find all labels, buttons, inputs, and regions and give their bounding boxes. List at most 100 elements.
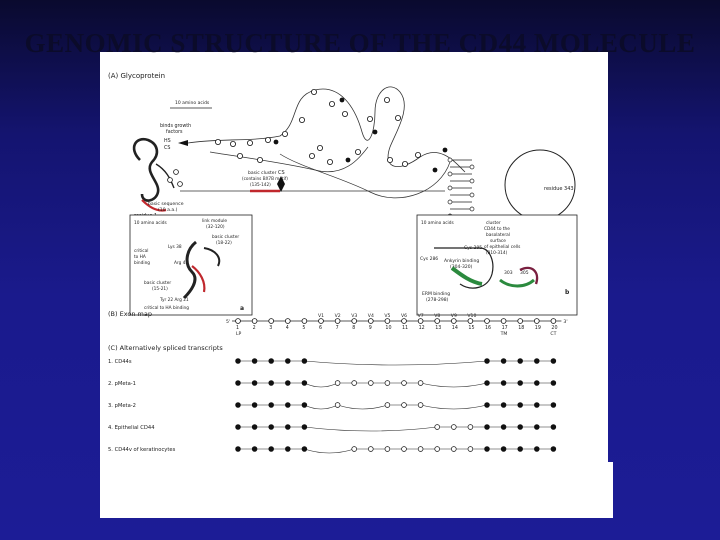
exon-number: 9 [369, 325, 372, 331]
svg-text:ERM binding: ERM binding [422, 291, 450, 297]
transcript-exon [518, 359, 523, 364]
exon-number: 7 [336, 325, 339, 331]
transcript-exon [302, 403, 307, 408]
cd44-diagram: (A) Glycoprotein 10 amino acids binds gr… [100, 52, 608, 462]
exon-number: 10 [385, 325, 391, 331]
transcript-exon [501, 425, 506, 430]
transcript-exon [501, 447, 506, 452]
transcript-exon [485, 403, 490, 408]
exon-9 [368, 319, 373, 324]
transcript-exon [551, 381, 556, 386]
transcript-exon [252, 359, 257, 364]
exon-15 [468, 319, 473, 324]
transcript-exon [418, 403, 423, 408]
backbone-chain [188, 87, 465, 172]
svg-text:basic cluster: basic cluster [144, 280, 171, 286]
tm-label: TM [500, 331, 508, 337]
transcript-exon [418, 447, 423, 452]
exon-number: 11 [402, 325, 408, 331]
svg-text:303: 303 [504, 270, 513, 276]
transcript-exon [269, 381, 274, 386]
transcript-exon [468, 447, 473, 452]
transcript-exon [236, 359, 241, 364]
variant-label: V6 [401, 313, 407, 319]
svg-text:(15-21): (15-21) [152, 286, 168, 292]
exon-14 [451, 319, 456, 324]
transcript-exon [534, 359, 539, 364]
transcript-exon [485, 425, 490, 430]
transcript-exon [468, 425, 473, 430]
transcript-exon [551, 359, 556, 364]
transcript-exon [302, 359, 307, 364]
transcript-exon [285, 403, 290, 408]
binds-label: binds growth [160, 123, 191, 129]
transcript-exon [418, 381, 423, 386]
transcript-exon [236, 447, 241, 452]
svg-text:basolateral: basolateral [486, 232, 510, 238]
transcript-exon [352, 447, 357, 452]
cd44-figure: (A) Glycoprotein 10 amino acids binds gr… [100, 52, 608, 462]
exon-19 [534, 319, 539, 324]
exon-number: 13 [435, 325, 441, 331]
transcript-exon [302, 447, 307, 452]
exon-number: 12 [419, 325, 425, 331]
transcript-exon [518, 403, 523, 408]
exon-number: 8 [352, 325, 355, 331]
svg-text:10 amino acids: 10 amino acids [134, 220, 167, 226]
svg-text:of epithelial cells: of epithelial cells [484, 244, 521, 250]
transcript-exon [302, 381, 307, 386]
exon-16 [485, 319, 490, 324]
transcript-exon [534, 425, 539, 430]
variant-label: V3 [351, 313, 357, 319]
variant-label: V4 [368, 313, 374, 319]
svg-text:CS: CS [278, 170, 285, 176]
transcript-exon [402, 403, 407, 408]
ct-label: CT [550, 331, 556, 337]
variant-label: V9 [451, 313, 457, 319]
transcript-exon [285, 359, 290, 364]
exon-5 [302, 319, 307, 324]
hs-label: HS [164, 138, 171, 144]
exon-number: 20 [551, 325, 557, 331]
transcript-exon [435, 425, 440, 430]
variant-label: V7 [418, 313, 424, 319]
svg-text:Cys 286: Cys 286 [420, 256, 438, 262]
svg-text:CD44 to the: CD44 to the [484, 226, 510, 232]
exon-17 [501, 319, 506, 324]
exon-13 [435, 319, 440, 324]
hs-arrow-icon [178, 140, 188, 146]
svg-text:(18-22): (18-22) [216, 240, 232, 246]
svg-text:Ankyrin binding: Ankyrin binding [444, 258, 479, 264]
cs-label: CS [164, 145, 170, 151]
exon-number: 19 [535, 325, 541, 331]
transcript-exon [236, 403, 241, 408]
exon-1 [236, 319, 241, 324]
exon-12 [418, 319, 423, 324]
blank-strip [100, 462, 613, 518]
factors-label: factors [166, 129, 183, 135]
exon-2 [252, 319, 257, 324]
transcript-exon [335, 403, 340, 408]
transcript-exon [252, 425, 257, 430]
svg-text:link module: link module [202, 218, 227, 224]
exon-10 [385, 319, 390, 324]
transcript-exon [352, 381, 357, 386]
transcript-exon [252, 447, 257, 452]
transcript-exon [269, 359, 274, 364]
exon-7 [335, 319, 340, 324]
svg-text:b: b [565, 289, 570, 296]
exon-number: 15 [468, 325, 474, 331]
exon-number: 18 [518, 325, 524, 331]
svg-text:a: a [240, 305, 244, 312]
svg-text:to HA: to HA [134, 254, 146, 260]
panel-c-title: (C) Alternatively spliced transcripts [108, 344, 223, 352]
scale-label: 10 amino acids [175, 100, 210, 106]
exon-3 [269, 319, 274, 324]
exon-number: 5 [302, 325, 305, 331]
svg-text:(278-298): (278-298) [426, 297, 449, 303]
transcript-exon [551, 425, 556, 430]
transcript-exon [551, 447, 556, 452]
transcript-exon [385, 403, 390, 408]
